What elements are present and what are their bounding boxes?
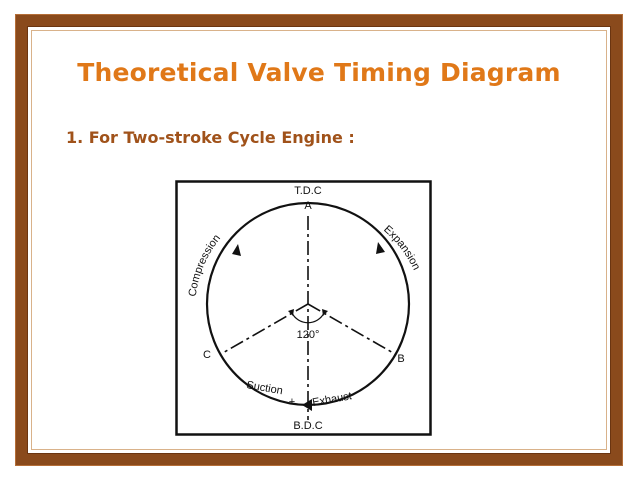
slide-subtitle: 1. For Two-stroke Cycle Engine : — [66, 128, 355, 147]
compression-arrow-icon — [232, 244, 241, 256]
diagram-svg: T.D.C A C B 120° Compression Expansion S… — [175, 180, 432, 436]
tdc-label: T.D.C — [294, 185, 322, 197]
point-b-label: B — [397, 353, 404, 365]
slide-title: Theoretical Valve Timing Diagram — [77, 58, 561, 87]
bottom-arrow-icon — [302, 399, 312, 411]
bdc-label: B.D.C — [293, 420, 322, 432]
expansion-arrow-icon — [376, 242, 385, 254]
angle-arrow-left-icon — [288, 309, 294, 316]
line-to-c — [220, 303, 309, 355]
point-c-label: C — [203, 349, 211, 361]
plus-label: + — [289, 396, 295, 408]
point-a-label: A — [304, 200, 312, 212]
angle-label: 120° — [297, 329, 320, 341]
diagram-border — [175, 180, 432, 436]
angle-arrow-right-icon — [322, 309, 328, 316]
angle-arc — [291, 312, 325, 324]
frame-inner-border — [31, 30, 607, 450]
line-to-b — [307, 303, 396, 355]
valve-timing-diagram: T.D.C A C B 120° Compression Expansion S… — [175, 180, 432, 436]
